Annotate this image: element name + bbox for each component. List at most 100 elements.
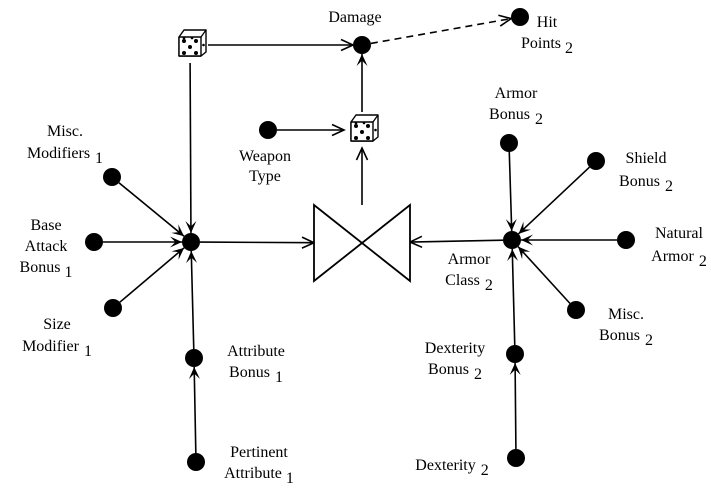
edge-line xyxy=(189,62,192,234)
arrowhead xyxy=(355,146,369,161)
node-armor_bonus xyxy=(500,134,518,152)
label-line: Armor xyxy=(651,248,694,265)
arrowhead xyxy=(170,236,182,248)
node-natural_armor xyxy=(617,231,635,249)
edge-base_attack-to-attack_hub xyxy=(103,236,182,248)
die-pip xyxy=(366,136,370,140)
edge-dexterity-to-dex_bonus xyxy=(509,362,521,450)
arrowhead xyxy=(185,220,197,234)
label-line: Shield xyxy=(626,150,667,167)
edge-shield_bonus-to-armor_class xyxy=(518,166,590,235)
node-attr_bonus xyxy=(185,349,203,367)
die-pip xyxy=(354,124,358,128)
edge-attr_bonus-to-attack_hub xyxy=(186,250,198,350)
label-misc_bonus_2: Misc. Bonus 2 xyxy=(599,306,653,349)
node-armor_class xyxy=(503,231,521,249)
die-pip xyxy=(354,136,358,140)
arrowhead xyxy=(331,123,346,137)
die-top-icon xyxy=(178,29,207,57)
edge-misc_mod_1-to-attack_hub xyxy=(118,182,185,237)
edge-line xyxy=(370,17,512,45)
node-dex_bonus xyxy=(506,345,524,363)
die-pip xyxy=(202,43,205,47)
label-subscript: 2 xyxy=(474,366,482,383)
label-subscript: 1 xyxy=(275,369,283,386)
label-line: Modifier xyxy=(22,338,80,355)
label-line: Class xyxy=(445,272,480,289)
edge-misc_bonus_2-to-armor_class xyxy=(517,246,571,304)
label-subscript: 1 xyxy=(286,470,294,487)
arrowhead xyxy=(186,250,198,264)
die-pip xyxy=(194,51,198,55)
edge-line xyxy=(508,151,513,232)
label-subscript: 1 xyxy=(84,343,92,360)
node-misc_mod_1 xyxy=(103,168,121,186)
edge-line xyxy=(118,182,185,237)
arrowhead xyxy=(505,218,517,232)
edge-line xyxy=(517,246,571,304)
node-attack-hub xyxy=(182,233,200,251)
label-line: Misc. xyxy=(47,123,83,140)
edge-valve-to-die_mid xyxy=(355,146,369,205)
label-line: Armor xyxy=(495,85,538,102)
die-edge xyxy=(372,114,379,123)
arrowhead xyxy=(507,248,519,262)
label-line: Bonus xyxy=(229,364,270,381)
label-line: Hit xyxy=(537,14,558,31)
arrowhead xyxy=(518,221,532,234)
edge-line xyxy=(119,247,185,303)
edge-line xyxy=(199,241,315,244)
edge-die_top-to-damage xyxy=(208,38,355,52)
die-pip xyxy=(374,128,377,132)
arrowhead xyxy=(509,362,521,376)
edge-weapon_type-to-die_mid xyxy=(277,123,346,137)
label-line: Attribute xyxy=(227,343,285,360)
label-subscript: 2 xyxy=(565,40,573,57)
die-middle-icon xyxy=(350,114,379,142)
edge-die_top-to-attack_hub xyxy=(185,62,197,234)
label-line: Bonus xyxy=(428,361,469,378)
edge-armor_class-to-valve xyxy=(408,235,504,249)
edge-line xyxy=(193,366,197,454)
label-line: Bonus xyxy=(20,259,61,276)
label-line: Bonus xyxy=(599,327,640,344)
label-line: Misc. xyxy=(608,306,644,323)
label-line: Modifiers xyxy=(27,145,90,162)
edge-line xyxy=(409,239,504,243)
edge-line xyxy=(518,166,590,235)
die-edge xyxy=(200,29,207,38)
edge-attack_hub-to-valve xyxy=(199,236,316,249)
label-subscript: 2 xyxy=(645,332,653,349)
die-pip xyxy=(182,36,186,40)
label-subscript: 2 xyxy=(535,111,543,128)
edge-line xyxy=(511,248,516,346)
label-subscript: 2 xyxy=(665,178,673,195)
node-misc_bonus_2 xyxy=(567,301,585,319)
label-line: Size xyxy=(43,316,71,333)
valve-gate-icon xyxy=(313,203,411,283)
arrowhead xyxy=(171,247,185,260)
label-line: Base xyxy=(30,217,61,234)
label-subscript: 2 xyxy=(481,462,489,479)
label-line: Natural xyxy=(655,225,704,242)
node-size_mod xyxy=(104,299,122,317)
label-damage: Damage xyxy=(328,9,381,26)
die-pip xyxy=(194,39,198,43)
arrowhead xyxy=(188,366,200,380)
node-pert_attr xyxy=(187,453,205,471)
die-pip xyxy=(360,130,364,134)
die-pip xyxy=(366,124,370,128)
